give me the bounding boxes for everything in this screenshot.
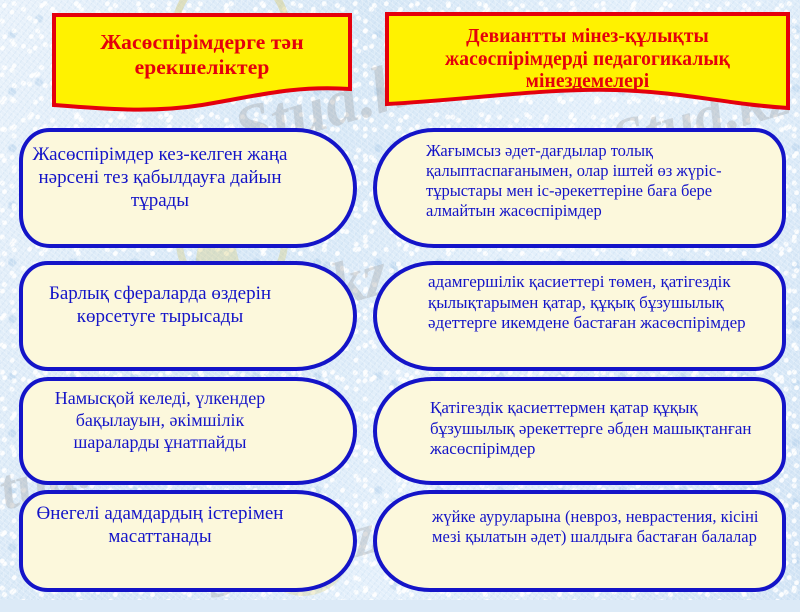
row-4-right-capsule[interactable]: жүйке ауруларына (невроз, неврастения, к…: [372, 489, 787, 593]
row-4-left-capsule-shape: [19, 490, 358, 592]
row-1-right-text: Жағымсыз әдет-дағдылар толық қалыптаспағ…: [426, 141, 722, 221]
row-4-right-text: жүйке ауруларына (невроз, неврастения, к…: [432, 507, 759, 547]
header-banner-left-text: Жасөспірімдерге тән ерекшеліктер: [100, 30, 304, 79]
header-banner-right-text: Девиантты мінез-құлықты жасөспірімдерді …: [444, 26, 731, 93]
row-2-right-capsule-shape: [372, 261, 786, 371]
row-2-right-text: адамгершілік қасиеттері төмен, қатігезді…: [428, 272, 746, 333]
row-4-left-text: Өнегелі адамдардың істерімен масаттанады: [36, 503, 284, 548]
row-1-right-capsule-shape: [372, 128, 786, 248]
row-3-left-capsule-shape: [19, 377, 358, 485]
header-banner-right: Девиантты мінез-құлықты жасөспірімдерді …: [385, 12, 790, 118]
header-banner-left: Жасөспірімдерге тән ерекшеліктер: [52, 13, 352, 115]
row-3-right-capsule-shape: [372, 377, 786, 485]
row-2-right-capsule[interactable]: адамгершілік қасиеттері төмен, қатігезді…: [372, 260, 787, 372]
row-1-left-capsule-shape: [19, 128, 358, 248]
row-2-left-text: Барлық сфераларда өздерін көрсетуге тыры…: [48, 283, 272, 328]
row-1-left-capsule[interactable]: Жасөспірімдер кез-келген жаңа нәрсені те…: [18, 127, 358, 249]
header-banner-left-shape: [52, 13, 352, 112]
row-4-left-capsule[interactable]: Өнегелі адамдардың істерімен масаттанады: [18, 489, 358, 593]
row-1-right-capsule[interactable]: Жағымсыз әдет-дағдылар толық қалыптаспағ…: [372, 127, 787, 249]
header-banner-right-shape: [385, 12, 790, 111]
row-3-left-capsule[interactable]: Намысқой келеді, үлкендер бақылауын, әкі…: [18, 376, 358, 486]
row-2-left-capsule[interactable]: Барлық сфераларда өздерін көрсетуге тыры…: [18, 260, 358, 372]
row-2-left-capsule-shape: [19, 261, 358, 371]
row-3-left-text: Намысқой келеді, үлкендер бақылауын, әкі…: [54, 388, 266, 452]
row-3-right-capsule[interactable]: Қатігездік қасиеттермен қатар құқық бұзу…: [372, 376, 787, 486]
row-4-right-capsule-shape: [372, 490, 786, 592]
row-3-right-text: Қатігездік қасиеттермен қатар құқық бұзу…: [430, 398, 752, 459]
row-1-left-text: Жасөспірімдер кез-келген жаңа нәрсені те…: [32, 144, 288, 212]
